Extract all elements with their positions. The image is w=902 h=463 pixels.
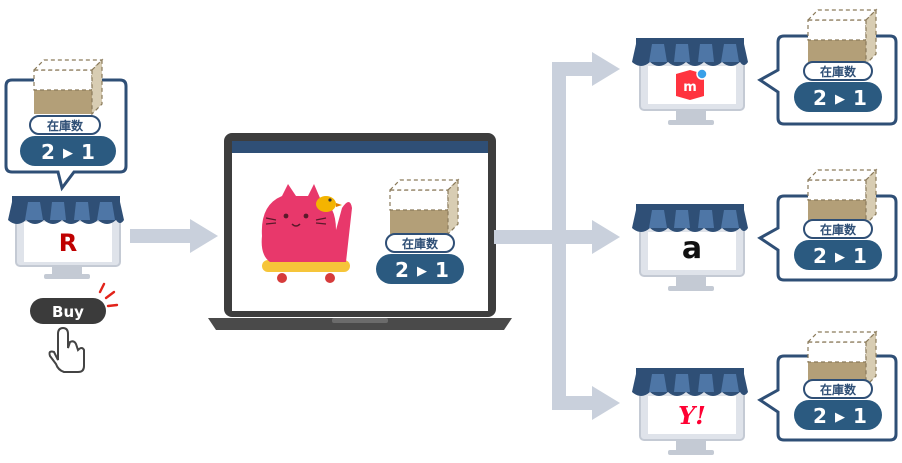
yahoo-logo: Y! <box>678 401 706 430</box>
stock-to-value: 1 <box>81 140 95 164</box>
stock-from-value: 2 <box>813 404 827 428</box>
stock-label: 在庫数 <box>47 118 84 133</box>
mercari-logo: m <box>683 80 697 95</box>
cat-mascot-illustration <box>261 184 352 283</box>
buy-button[interactable] <box>30 298 106 324</box>
branch-arrows <box>494 52 620 420</box>
stock-from-value: 2 <box>395 258 409 282</box>
channel-stock-bubble-1 <box>757 9 898 126</box>
arrow-to-center <box>130 219 218 253</box>
amazon-logo: a <box>682 231 702 266</box>
stock-arrow-icon: ▶ <box>835 410 845 425</box>
stock-arrow-icon: ▶ <box>835 250 845 265</box>
stock-from-value: 2 <box>813 86 827 110</box>
stock-from-value: 2 <box>813 244 827 268</box>
stock-to-value: 1 <box>853 86 867 110</box>
hand-pointer-icon <box>48 326 85 373</box>
stock-to-value: 1 <box>435 258 449 282</box>
channel-stock-bubble-2 <box>757 169 898 282</box>
rakuten-logo: R <box>59 229 77 257</box>
stock-label: 在庫数 <box>402 236 439 251</box>
stock-arrow-icon: ▶ <box>417 264 427 279</box>
stock-arrow-icon: ▶ <box>835 92 845 107</box>
stock-to-value: 1 <box>853 404 867 428</box>
channel-stock-bubble-3 <box>757 331 898 442</box>
click-spark-icon <box>98 282 119 308</box>
source-stock-bubble <box>4 59 128 192</box>
stock-label: 在庫数 <box>820 222 857 237</box>
stock-label: 在庫数 <box>820 64 857 79</box>
channel-store-3 <box>632 368 748 455</box>
buy-button-label[interactable]: Buy <box>52 303 84 321</box>
source-store <box>8 196 124 279</box>
stock-label: 在庫数 <box>820 382 857 397</box>
channel-store-2 <box>632 204 748 291</box>
channel-store-1 <box>632 38 748 125</box>
laptop <box>208 133 512 330</box>
center-stock-badge <box>376 179 464 284</box>
stock-arrow-icon: ▶ <box>63 146 73 161</box>
stock-from-value: 2 <box>41 140 55 164</box>
stock-to-value: 1 <box>853 244 867 268</box>
